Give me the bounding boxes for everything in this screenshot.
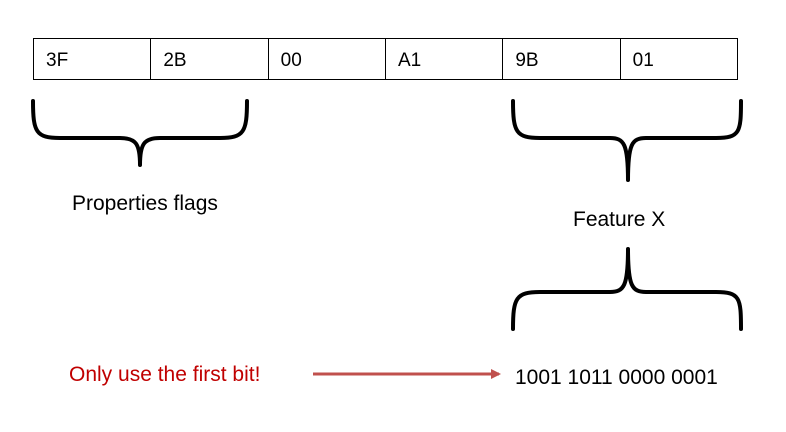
byte-cell-2: 2B — [151, 39, 269, 79]
properties-brace — [31, 99, 249, 167]
properties-flags-label: Properties flags — [72, 192, 218, 215]
byte-row: 3F 2B 00 A1 9B 01 — [33, 38, 738, 80]
byte-cell-1: 3F — [34, 39, 152, 79]
bit-string-label: 1001 1011 0000 0001 — [515, 366, 718, 389]
first-bit-note: Only use the first bit! — [69, 363, 261, 386]
byte-cell-4: A1 — [386, 39, 504, 79]
byte-cell-6: 01 — [632, 50, 654, 71]
byte-cell-5: 9B — [503, 39, 621, 79]
bits-brace — [511, 247, 743, 331]
feature-brace — [511, 99, 743, 182]
feature-x-label: Feature X — [573, 208, 666, 231]
byte-cell-3: 00 — [269, 39, 386, 79]
